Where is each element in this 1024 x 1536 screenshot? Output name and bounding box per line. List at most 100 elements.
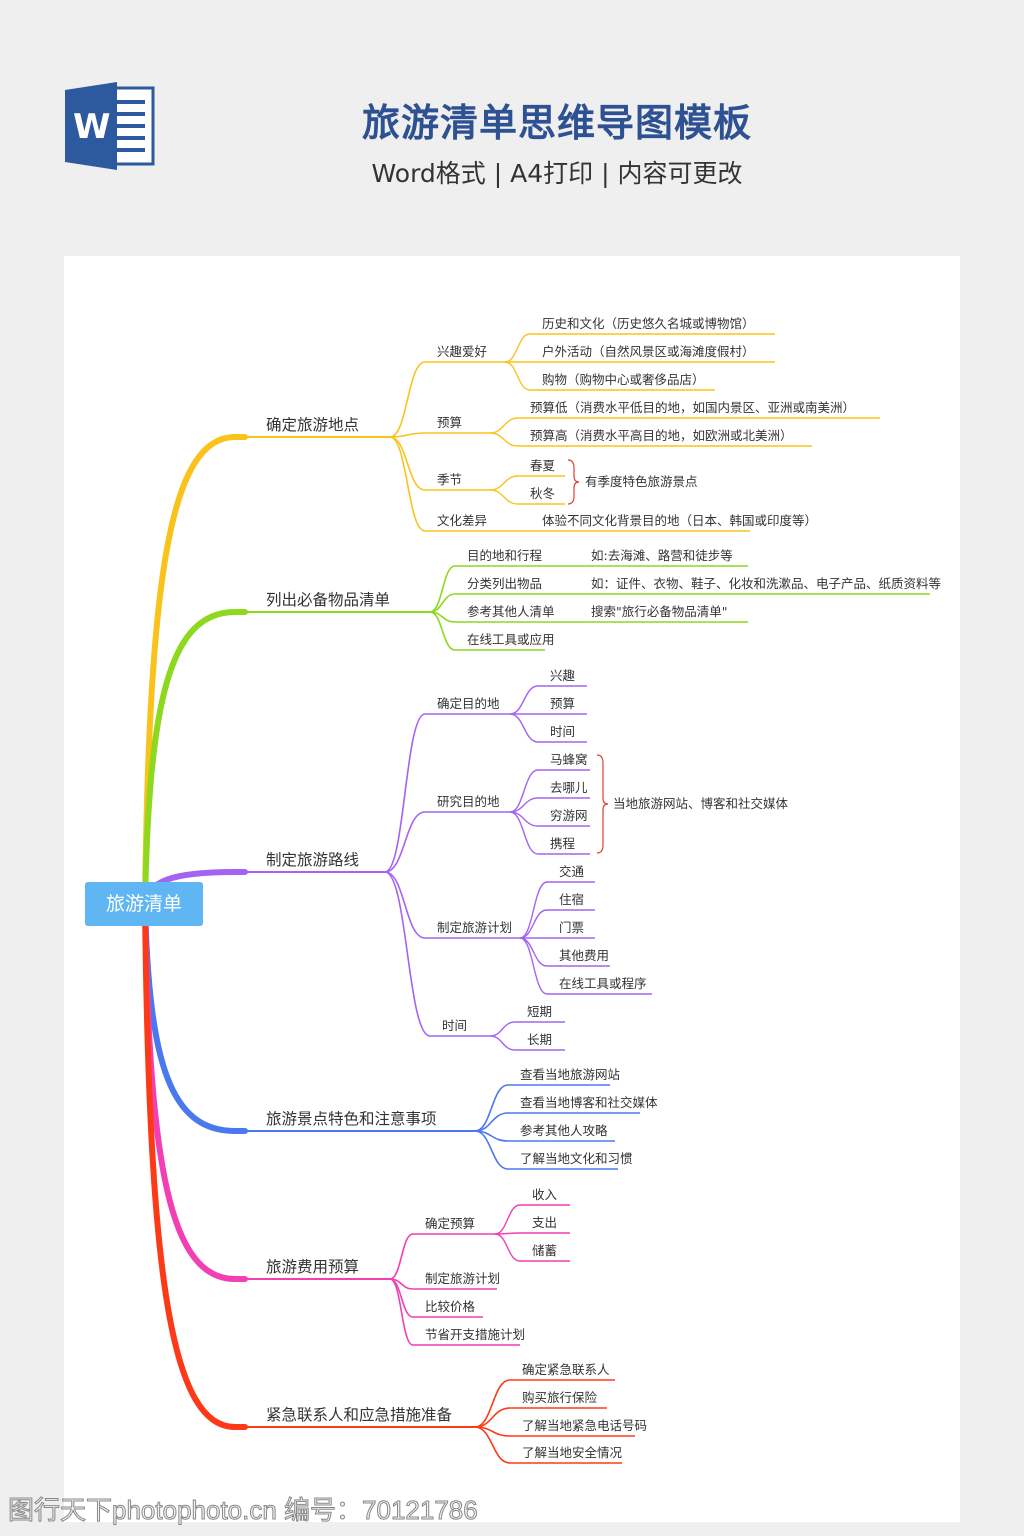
main-branch-line	[142, 434, 248, 907]
connector-line	[504, 361, 531, 391]
detail-label: 如:去海滩、路营和徒步等	[591, 548, 733, 563]
connector-line	[489, 1021, 516, 1037]
subnode-label: 时间	[442, 1018, 467, 1033]
connector-line	[509, 811, 539, 855]
leaf-label: 去哪儿	[550, 780, 588, 795]
connector-line	[509, 713, 539, 743]
connector-line	[389, 436, 426, 491]
svg-text:W: W	[73, 107, 111, 147]
connector-line	[519, 881, 548, 939]
connector-line	[509, 769, 539, 813]
page-title: 旅游清单思维导图模板	[361, 101, 752, 145]
leaf-label: 支出	[532, 1215, 557, 1230]
connector-line	[509, 685, 539, 715]
connector-line	[474, 1112, 509, 1132]
subnode-label: 购买旅行保险	[522, 1390, 598, 1405]
brace-icon	[596, 754, 609, 854]
connector-line	[489, 417, 519, 434]
subnode-label: 分类列出物品	[467, 576, 542, 591]
leaf-label: 储蓄	[532, 1243, 557, 1258]
mindmap-card	[64, 256, 960, 1522]
leaf-label: 马蜂窝	[550, 752, 588, 767]
connector-line	[494, 1204, 521, 1235]
connector-line	[474, 1407, 511, 1428]
root-node: 旅游清单	[85, 882, 203, 926]
connector-line	[489, 1035, 516, 1051]
connector-line	[384, 811, 426, 873]
connector-line	[389, 432, 426, 438]
connector-line	[474, 1426, 511, 1464]
detail-label: 体验不同文化背景目的地（日本、韩国或印度等）	[542, 513, 817, 528]
subnode-label: 节省开支措施计划	[425, 1327, 525, 1342]
leaf-label: 时间	[550, 724, 575, 739]
connector-line	[389, 1278, 414, 1346]
detail-label: 如：证件、衣物、鞋子、化妆和洗漱品、电子产品、纸质资料等	[591, 576, 941, 591]
subnode-label: 研究目的地	[437, 794, 500, 809]
main-branch-line	[142, 901, 248, 1134]
connector-line	[474, 1084, 509, 1132]
main-branch-line	[142, 901, 248, 1430]
leaf-label: 预算高（消费水平高目的地，如欧洲或北美洲）	[530, 428, 793, 443]
subnode-label: 文化差异	[437, 513, 487, 528]
leaf-label: 预算低（消费水平低目的地，如国内景区、亚洲或南美洲）	[530, 400, 855, 415]
note-label: 有季度特色旅游景点	[585, 474, 698, 489]
subnode-label: 了解当地紧急电话号码	[522, 1418, 647, 1433]
connector-line	[384, 871, 431, 1037]
leaf-label: 兴趣	[550, 668, 576, 683]
leaf-label: 携程	[550, 836, 576, 851]
branch-label: 紧急联系人和应急措施准备	[266, 1405, 453, 1424]
main-branch-line	[142, 609, 248, 907]
leaf-label: 穷游网	[550, 808, 588, 823]
leaf-label: 在线工具或程序	[559, 976, 647, 991]
branch-label: 旅游费用预算	[266, 1257, 359, 1276]
subnode-label: 在线工具或应用	[467, 632, 555, 647]
connector-line	[384, 713, 426, 873]
connector-line	[429, 611, 456, 651]
connector-line	[519, 937, 548, 967]
leaf-label: 购物（购物中心或奢侈品店）	[542, 372, 705, 387]
subnode-label: 预算	[437, 415, 462, 430]
leaf-label: 住宿	[559, 892, 584, 907]
subnode-label: 查看当地旅游网站	[520, 1067, 620, 1082]
subnode-label: 比较价格	[425, 1299, 476, 1314]
subnode-label: 兴趣爱好	[437, 344, 487, 359]
connector-line	[384, 871, 426, 939]
leaf-label: 短期	[527, 1004, 552, 1019]
word-logo-icon: W	[65, 82, 155, 170]
connector-line	[519, 909, 548, 939]
leaf-label: 历史和文化（历史悠久名城或博物馆）	[542, 316, 755, 331]
branch-label: 确定旅游地点	[266, 416, 359, 434]
detail-label: 搜索"旅行必备物品清单"	[591, 604, 728, 619]
subnode-label: 确定预算	[425, 1216, 475, 1231]
subnode-label: 了解当地安全情况	[522, 1445, 623, 1460]
connector-line	[489, 489, 519, 505]
leaf-label: 长期	[527, 1032, 552, 1047]
connector-line	[489, 475, 519, 491]
leaf-label: 收入	[532, 1187, 558, 1202]
connector-line	[389, 436, 426, 532]
connector-line	[389, 1233, 414, 1280]
subnode-label: 目的地和行程	[467, 548, 543, 563]
connector-line	[474, 1130, 509, 1170]
leaf-label: 其他费用	[559, 948, 609, 963]
branch-label: 列出必备物品清单	[266, 591, 390, 609]
note-label: 当地旅游网站、博客和社交媒体	[613, 796, 789, 811]
branch-label: 旅游景点特色和注意事项	[266, 1109, 437, 1128]
subnode-label: 参考其他人攻略	[520, 1123, 608, 1138]
watermark: 图行天下photophoto.cn 编号：70121786	[8, 1495, 479, 1526]
leaf-label: 预算	[550, 696, 575, 711]
subnode-label: 查看当地博客和社交媒体	[520, 1095, 658, 1110]
subnode-label: 参考其他人清单	[467, 604, 555, 619]
subnode-label: 制定旅游计划	[437, 920, 512, 935]
leaf-label: 春夏	[530, 458, 556, 473]
leaf-label: 交通	[559, 864, 585, 879]
leaf-label: 户外活动（自然风景区或海滩度假村）	[542, 344, 755, 359]
connector-line	[389, 361, 426, 438]
page-subtitle: Word格式 | A4打印 | 内容可更改	[371, 159, 743, 188]
connector-line	[519, 937, 548, 995]
connector-line	[489, 432, 519, 447]
branch-label: 制定旅游路线	[266, 851, 359, 869]
connector-line	[494, 1233, 521, 1262]
connector-line	[429, 565, 456, 613]
